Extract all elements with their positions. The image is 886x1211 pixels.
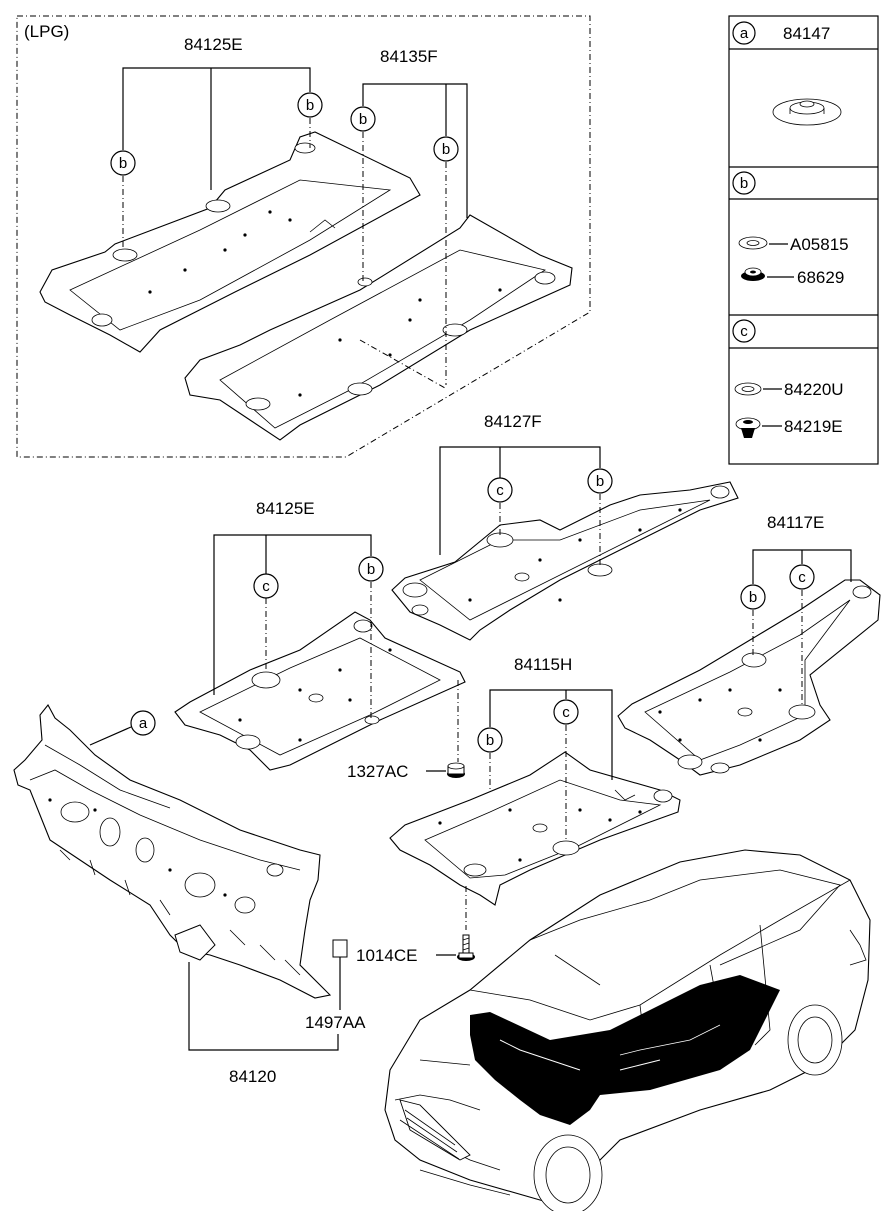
callout-b: b [477,727,503,753]
svg-text:c: c [798,569,806,586]
84120-leader [188,962,339,1051]
pad-1497aa [332,939,348,958]
svg-text:b: b [306,97,314,114]
nut-icon [741,267,765,281]
svg-text:c: c [496,482,504,499]
callout-c: c [553,699,579,725]
callout-b: b [297,92,323,118]
car-illustration [384,849,871,1211]
callout-b: b [587,468,613,494]
lpg-84125e-leader [122,67,311,190]
svg-text:b: b [749,589,757,606]
lpg-part-84125e-label: 84125E [184,35,243,54]
svg-text:b: b [367,561,375,578]
undercover-84127f [391,481,739,641]
lpg-label: (LPG) [24,22,69,41]
clip-icon [772,98,842,126]
legend-key-b: b [732,171,756,195]
84115h-leader [489,689,613,780]
callout-b: b [350,106,376,132]
part-1327ac-label: 1327AC [347,762,408,781]
part-84117e-label: 84117E [767,513,824,532]
lpg-84135f-leader [362,83,468,218]
legend-c-item-2: 84219E [784,417,843,436]
svg-text:c: c [562,704,570,721]
callout-b: b [358,556,384,582]
callout-c: c [487,477,513,503]
part-1497aa-label: 1497AA [305,1013,366,1032]
84125e-leader [213,534,372,695]
legend-c-item-1: 84220U [784,380,844,399]
part-84120-label: 84120 [229,1067,276,1086]
washer-icon [734,382,762,396]
part-1014ce-label: 1014CE [356,946,417,965]
legend-key-c: c [732,319,756,343]
callout-c: c [789,564,815,590]
lpg-boundary [16,15,591,458]
dash-insulator-84120 [13,704,332,999]
callout-b: b [433,136,459,162]
svg-text:b: b [442,141,450,158]
bolt-icon [457,934,475,961]
undercover-84125e [174,611,466,771]
callout-c: c [253,573,279,599]
part-84127f-label: 84127F [484,412,542,431]
undercover-84117e [617,579,881,776]
lpg-undercover-84135f [184,214,573,441]
washer-icon [738,236,768,250]
part-84115h-label: 84115H [514,655,572,674]
svg-text:a: a [740,25,749,42]
svg-text:b: b [486,732,494,749]
lpg-undercover-84125e [39,131,421,353]
callout-a: a [130,710,156,736]
legend-table: a 84147 b A05815 68629 c 84220U 84219E [728,15,879,465]
svg-text:b: b [740,175,748,192]
nut-icon [447,762,465,778]
84127f-leader [439,446,601,555]
svg-text:b: b [359,111,367,128]
svg-text:c: c [740,323,748,340]
svg-text:a: a [139,715,148,732]
part-84125e-label: 84125E [256,499,315,518]
legend-b-item-1: A05815 [790,235,849,254]
callout-b: b [110,150,136,176]
lpg-part-84135f-label: 84135F [380,47,438,66]
svg-text:c: c [262,578,270,595]
legend-b-item-2: 68629 [797,268,844,287]
svg-text:b: b [596,473,604,490]
84117e-leader [752,549,852,584]
legend-a-part: 84147 [783,24,830,43]
svg-text:b: b [119,155,127,172]
callout-b: b [740,584,766,610]
grommet-icon [735,417,761,438]
legend-key-a: a [732,21,756,45]
undercover-84115h [389,751,681,906]
